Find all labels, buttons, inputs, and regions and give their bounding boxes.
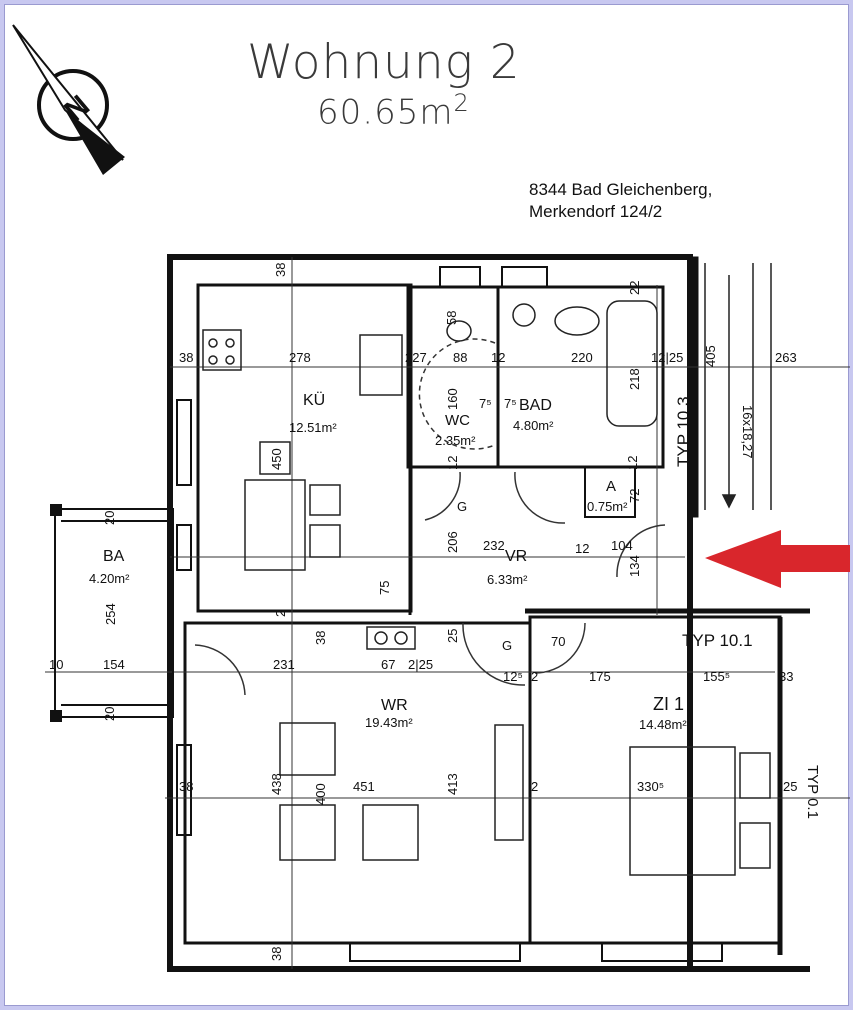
dim-2c: 2 bbox=[273, 610, 288, 617]
dim-400: 400 bbox=[313, 783, 328, 805]
dim-405: 405 bbox=[703, 345, 718, 367]
walls bbox=[167, 254, 810, 972]
dim-25: 25 bbox=[445, 629, 460, 643]
dimension-labels: 38 38 278 227 88 12 220 12|25 405 263 58… bbox=[49, 263, 797, 961]
dim-2b: 2 bbox=[531, 779, 538, 794]
room-name-vr: VR bbox=[505, 548, 527, 565]
address-line-2: Merkendorf 124/2 bbox=[529, 202, 663, 221]
room-name-wc: WC bbox=[445, 412, 470, 429]
dim-20b: 20 bbox=[102, 707, 117, 721]
stairs bbox=[704, 263, 772, 510]
plan-area: 60.65m2 bbox=[317, 89, 470, 133]
dim-154: 154 bbox=[103, 657, 125, 672]
dim-2-25: 2|25 bbox=[408, 657, 433, 672]
room-area-vr: 6.33m² bbox=[487, 572, 528, 587]
dim-231: 231 bbox=[273, 657, 295, 672]
dim-254: 254 bbox=[103, 603, 118, 625]
dim-278: 278 bbox=[289, 350, 311, 365]
dim-12b: 12 bbox=[445, 456, 460, 470]
room-labels: KÜ 12.51m² WC 2.35m² BAD 4.80m² A 0.75m²… bbox=[89, 391, 687, 732]
label-typ-01: TYP 0.1 bbox=[804, 765, 821, 819]
dim-12-5: 12⁵ bbox=[503, 669, 523, 684]
room-area-wc: 2.35m² bbox=[435, 433, 476, 448]
dim-206: 206 bbox=[445, 531, 460, 553]
room-name-zi1: ZI 1 bbox=[653, 694, 684, 714]
dim-72: 72 bbox=[627, 489, 642, 503]
dim-155-5: 155⁵ bbox=[703, 669, 730, 684]
dim-2a: 2 bbox=[531, 669, 538, 684]
dim-7-5b: 7⁵ bbox=[504, 396, 517, 411]
dim-12c: 12 bbox=[625, 456, 640, 470]
room-area-zi1: 14.48m² bbox=[639, 717, 687, 732]
dim-451: 451 bbox=[353, 779, 375, 794]
dim-12-25: 12|25 bbox=[651, 350, 683, 365]
type-labels: TYP 10.3 TYP 10.1 TYP 0.1 16x18,27 G G bbox=[457, 396, 821, 819]
dim-134: 134 bbox=[627, 555, 642, 577]
dim-263: 263 bbox=[775, 350, 797, 365]
address-line-1: 8344 Bad Gleichenberg, bbox=[529, 180, 713, 199]
furniture bbox=[202, 300, 771, 876]
room-area-ku: 12.51m² bbox=[289, 420, 337, 435]
room-area-a: 0.75m² bbox=[587, 499, 628, 514]
dim-104: 104 bbox=[611, 538, 633, 553]
doors bbox=[194, 338, 666, 696]
dim-20a: 20 bbox=[102, 511, 117, 525]
entrance-arrow-icon bbox=[705, 530, 850, 588]
room-area-ba: 4.20m² bbox=[89, 571, 130, 586]
dim-12d: 12 bbox=[575, 541, 589, 556]
balcony bbox=[50, 504, 174, 722]
dim-38-mid: 38 bbox=[313, 631, 328, 645]
plan-frame: Wohnung 2 60.65m2 8344 Bad Gleichenberg,… bbox=[4, 4, 850, 1006]
dim-38-top: 38 bbox=[273, 263, 288, 277]
dim-160: 160 bbox=[445, 388, 460, 410]
dim-7-5a: 7⁵ bbox=[479, 396, 492, 411]
floor-plan: N bbox=[12, 24, 850, 972]
dim-25b: 25 bbox=[783, 779, 797, 794]
dim-413: 413 bbox=[445, 773, 460, 795]
dim-75: 75 bbox=[377, 581, 392, 595]
label-stairs: 16x18,27 bbox=[740, 405, 755, 459]
dim-438: 438 bbox=[269, 773, 284, 795]
dim-88: 88 bbox=[453, 350, 467, 365]
label-typ-103: TYP 10.3 bbox=[674, 396, 693, 467]
room-name-wr: WR bbox=[381, 697, 408, 714]
dim-175: 175 bbox=[589, 669, 611, 684]
room-name-ba: BA bbox=[103, 548, 125, 565]
dim-58: 58 bbox=[444, 311, 459, 325]
label-typ-101: TYP 10.1 bbox=[682, 631, 753, 650]
room-name-ku: KÜ bbox=[303, 391, 325, 409]
dim-220: 220 bbox=[571, 350, 593, 365]
north-arrow-icon: N bbox=[12, 24, 125, 175]
dim-450: 450 bbox=[269, 448, 284, 470]
dim-70: 70 bbox=[551, 634, 565, 649]
room-name-bad: BAD bbox=[519, 397, 552, 414]
room-name-a: A bbox=[606, 478, 616, 495]
dim-22: 22 bbox=[627, 281, 642, 295]
dim-12a: 12 bbox=[491, 350, 505, 365]
room-area-wr: 19.43m² bbox=[365, 715, 413, 730]
dim-232: 232 bbox=[483, 538, 505, 553]
dim-218: 218 bbox=[627, 368, 642, 390]
dim-38-bottom: 38 bbox=[269, 947, 284, 961]
dim-10: 10 bbox=[49, 657, 63, 672]
plan-title: Wohnung 2 bbox=[247, 35, 521, 90]
dim-330-5: 330⁵ bbox=[637, 779, 664, 794]
dim-33: 33 bbox=[779, 669, 793, 684]
dim-38-wr: 38 bbox=[179, 779, 193, 794]
dim-67: 67 bbox=[381, 657, 395, 672]
dim-227: 227 bbox=[405, 350, 427, 365]
room-area-bad: 4.80m² bbox=[513, 418, 554, 433]
label-g-1: G bbox=[457, 499, 467, 514]
dim-38-left: 38 bbox=[179, 350, 193, 365]
label-g-2: G bbox=[502, 638, 512, 653]
